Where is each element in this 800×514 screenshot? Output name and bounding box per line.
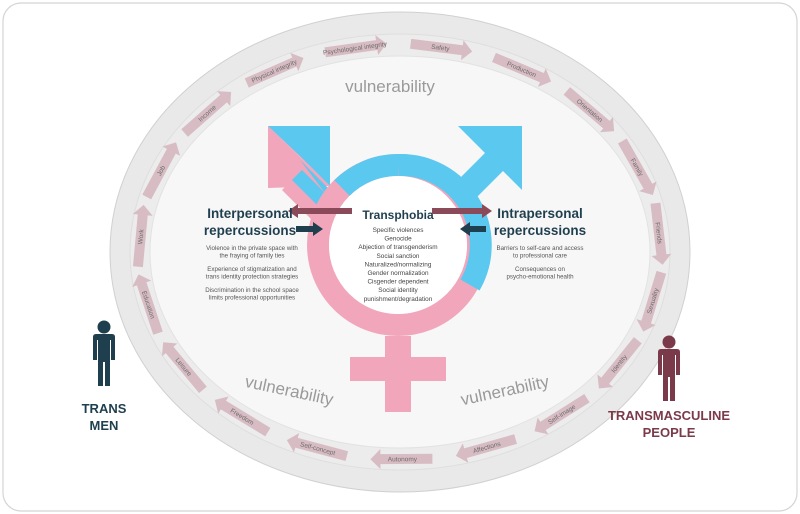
arrow-to-interpersonal: [288, 204, 352, 218]
arrow-to-intrapersonal: [432, 204, 492, 218]
intrapersonal-title-line2: repercussions: [494, 223, 586, 238]
person-icon: [93, 320, 115, 386]
intrapersonal-item: psycho-emotional health: [506, 274, 574, 281]
intrapersonal-item: Consequences on: [515, 266, 565, 273]
ring-label: Autonomy: [388, 456, 418, 463]
transphobia-item: Cisgender dependent: [367, 279, 428, 286]
transgender-symbol: [268, 126, 522, 412]
interpersonal-title-line2: repercussions: [204, 223, 296, 238]
intrapersonal-title-line1: Intrapersonal: [497, 206, 583, 221]
arrow-inward-left: [296, 222, 323, 236]
interpersonal-item: trans identity protection strategies: [206, 274, 299, 281]
right-person-label-line1: TRANSMASCULINE: [608, 408, 730, 423]
interpersonal-item: the fraying of family ties: [220, 253, 285, 260]
transphobia-title: Transphobia: [362, 208, 434, 222]
arrow-inward-right: [460, 222, 486, 236]
bottom-cross: [350, 336, 446, 412]
interpersonal-title-line1: Interpersonal: [207, 206, 293, 221]
symbol-circle-blue: [397, 153, 492, 291]
vulnerability-label-top: vulnerability: [345, 77, 435, 96]
transphobia-item: Genocide: [384, 236, 412, 243]
left-person-label-line2: MEN: [90, 418, 119, 433]
intrapersonal-item: to professional care: [513, 253, 568, 260]
person-icon: [658, 335, 680, 401]
transphobia-item: Naturalized/normalizing: [365, 261, 432, 268]
interpersonal-item: Violence in the private space with: [206, 245, 298, 252]
transphobia-item: Social sanction: [377, 253, 420, 260]
transphobia-item: Gender normalization: [367, 270, 429, 277]
transphobia-item: punishment/degradation: [364, 296, 433, 303]
transphobia-item: Social identity: [378, 287, 418, 294]
ring-label: Job: [156, 164, 167, 177]
interpersonal-item: Experience of stigmatization and: [207, 266, 297, 273]
interpersonal-item: Discrimination in the school space: [205, 287, 299, 294]
transphobia-item: Specific violences: [373, 227, 424, 234]
ring-label: Work: [137, 228, 145, 244]
transphobia-item: Abjection of transgenderism: [358, 244, 437, 251]
interpersonal-item: limits professional opportunities: [209, 295, 295, 302]
intrapersonal-item: Barriers to self-care and access: [496, 245, 583, 252]
left-person-label-line1: TRANS: [82, 401, 127, 416]
right-person-label-line2: PEOPLE: [643, 425, 696, 440]
ring-label: Safety: [431, 44, 451, 53]
ring-label: Friends: [653, 222, 663, 245]
